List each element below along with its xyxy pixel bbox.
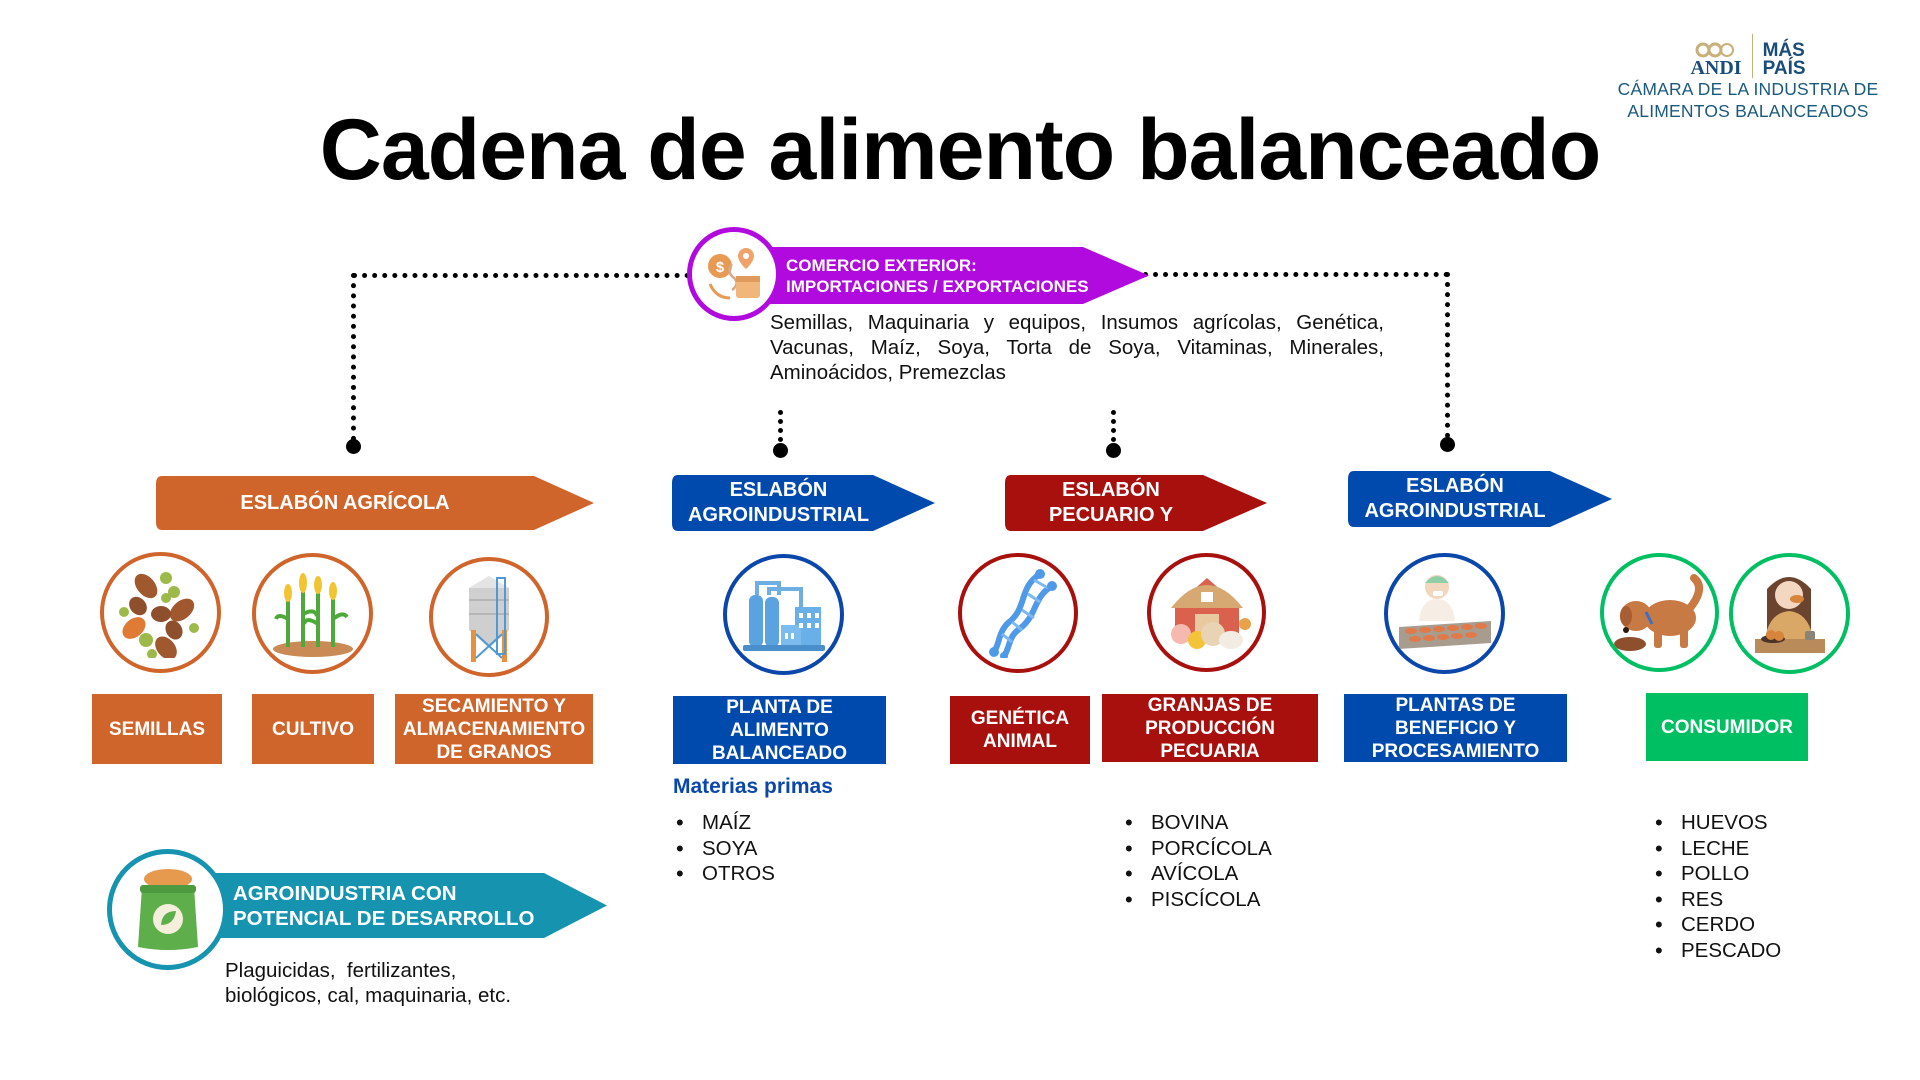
list-item: PORCÍCOLA — [1123, 836, 1272, 862]
stage-planta-alimento-balanceado: PLANTA DE ALIMENTO BALANCEADO — [673, 696, 886, 764]
consumidor-person-circle — [1729, 553, 1850, 674]
eslabon-agroindustrial-arrow-shape — [672, 475, 935, 531]
connector-agroindustrial-vertical — [778, 410, 783, 442]
andi-rings-icon — [1695, 42, 1735, 58]
list-item: BOVINA — [1123, 810, 1272, 836]
eslabon-agroindustrial-banner: ESLABÓN AGROINDUSTRIAL — [672, 475, 935, 531]
fertilizer-bag-icon — [137, 868, 198, 950]
connector-top-left — [352, 273, 690, 278]
list-item: CERDO — [1653, 912, 1781, 938]
eslabon-pecuario-label-line2: PECUARIO Y — [1048, 504, 1174, 526]
corn-crop-icon — [272, 572, 353, 657]
comercio-exterior-description: Semillas, Maquinaria y equipos, Insumos … — [770, 311, 1384, 384]
eslabon-agricola-banner: ESLABÓN AGRÍCOLA — [156, 476, 594, 530]
eslabon-agroindustrial-2-label-line1: ESLABÓN — [1406, 475, 1504, 497]
logo-subtitle-line1: CÁMARA DE LA INDUSTRIA DE — [1617, 79, 1879, 99]
connector-endpoint-agroindustrial — [773, 443, 788, 458]
eslabon-pecuario-arrow-shape — [1005, 475, 1267, 531]
comercio-exterior-banner: COMERCIO EXTERIOR: IMPORTACIONES / EXPOR… — [761, 247, 1149, 304]
barn-farm-animals-icon — [1170, 577, 1251, 649]
connector-endpoint-agroindustrial-2 — [1440, 437, 1455, 452]
comercio-exterior-label-line1: COMERCIO EXTERIOR: — [786, 255, 977, 275]
agroindustria-potencial-label-line1: AGROINDUSTRIA CON — [233, 881, 457, 905]
seeds-icon — [118, 571, 199, 658]
stage-semillas: SEMILLAS — [92, 694, 222, 764]
secamiento-circle — [429, 557, 549, 677]
list-item: LECHE — [1653, 836, 1781, 862]
eslabon-pecuario-label-line1: ESLABÓN — [1062, 479, 1160, 501]
factory-icon — [742, 580, 825, 651]
consumidor-pet-circle — [1600, 553, 1719, 672]
stage-granjas-produccion-pecuaria: GRANJAS DE PRODUCCIÓN PECUARIA — [1102, 694, 1318, 762]
mas-pais-wordmark: MÁS PAÍS — [1762, 40, 1806, 79]
person-eating-icon — [1754, 576, 1825, 653]
connector-endpoint-pecuario — [1106, 443, 1121, 458]
list-item: RES — [1653, 887, 1781, 913]
connector-endpoint-agricola — [346, 439, 361, 454]
cultivo-circle — [252, 553, 373, 674]
stage-consumidor: CONSUMIDOR — [1646, 693, 1808, 761]
grain-silo-icon — [469, 575, 509, 662]
logo-subtitle-line2: ALIMENTOS BALANCEADOS — [1627, 101, 1869, 121]
stage-secamiento-almacenamiento: SECAMIENTO Y ALMACENAMIENTO DE GRANOS — [395, 694, 593, 764]
agroindustria-potencial-description: Plaguicidas, fertilizantes, biológicos, … — [225, 958, 605, 1008]
stage-cultivo: CULTIVO — [252, 694, 374, 764]
eslabon-agroindustrial-2-banner: ESLABÓN AGROINDUSTRIAL — [1348, 471, 1612, 527]
agroindustria-potencial-circle — [107, 849, 228, 970]
svg-text:$: $ — [716, 259, 725, 276]
comercio-exterior-arrow-shape — [761, 247, 1149, 304]
materias-primas-heading: Materias primas — [673, 775, 833, 798]
materias-primas-list: MAÍZ SOYA OTROS — [674, 810, 775, 887]
dna-icon — [989, 569, 1057, 658]
list-item: OTROS — [674, 861, 775, 887]
connector-pecuario-vertical — [1111, 410, 1116, 442]
semillas-circle — [100, 552, 221, 673]
eslabon-agricola-arrow-shape — [156, 476, 594, 530]
list-item: MAÍZ — [674, 810, 775, 836]
eslabon-agroindustrial-label-line1: ESLABÓN — [729, 479, 828, 501]
list-item: HUEVOS — [1653, 810, 1781, 836]
planta-alimento-circle — [723, 554, 844, 675]
comercio-exterior-label-line2: IMPORTACIONES / EXPORTACIONES — [786, 276, 1089, 296]
eslabon-agricola-label: ESLABÓN AGRÍCOLA — [240, 491, 450, 514]
comercio-exterior-circle: $ — [687, 227, 781, 321]
agroindustria-potencial-banner: AGROINDUSTRIA CON POTENCIAL DE DESARROLL… — [200, 873, 607, 938]
list-item: POLLO — [1653, 861, 1781, 887]
plantas-beneficio-circle — [1384, 553, 1505, 674]
consumidor-list: HUEVOS LECHE POLLO RES CERDO PESCADO — [1653, 810, 1781, 963]
pecuario-list: BOVINA PORCÍCOLA AVÍCOLA PISCÍCOLA — [1123, 810, 1272, 912]
stage-plantas-beneficio-procesamiento: PLANTAS DE BENEFICIO Y PROCESAMIENTO — [1344, 694, 1567, 762]
genetica-circle — [958, 553, 1078, 673]
mas-pais-line1: MÁS — [1762, 40, 1805, 61]
eslabon-agroindustrial-2-label-line2: AGROINDUSTRIAL — [1364, 500, 1546, 522]
logo-divider — [1751, 34, 1753, 78]
eslabon-pecuario-banner: ESLABÓN PECUARIO Y — [1005, 475, 1267, 531]
stage-genetica-animal: GENÉTICA ANIMAL — [950, 696, 1090, 764]
meat-processing-worker-icon — [1398, 574, 1491, 649]
dog-eating-icon — [1613, 573, 1703, 651]
andi-wordmark: ANDI — [1690, 57, 1742, 79]
connector-left-vertical — [351, 273, 356, 441]
agroindustria-potencial-description-line1: Plaguicidas, fertilizantes, — [225, 959, 457, 982]
connector-right-vertical — [1445, 272, 1450, 438]
list-item: PESCADO — [1653, 938, 1781, 964]
agroindustria-potencial-label-line2: POTENCIAL DE DESARROLLO — [233, 906, 535, 930]
eslabon-agroindustrial-2-arrow-shape — [1348, 471, 1612, 527]
mas-pais-line2: PAÍS — [1762, 58, 1806, 79]
trade-box-coin-icon: $ — [708, 248, 760, 300]
list-item: AVÍCOLA — [1123, 861, 1272, 887]
eslabon-agroindustrial-label-line2: AGROINDUSTRIAL — [687, 504, 870, 526]
andi-mas-pais-logo: ANDI MÁS PAÍS CÁMARA DE LA INDUSTRIA DE … — [1598, 30, 1898, 130]
list-item: PISCÍCOLA — [1123, 887, 1272, 913]
agroindustria-potencial-description-line2: biológicos, cal, maquinaria, etc. — [225, 984, 512, 1007]
granjas-circle — [1147, 553, 1266, 672]
connector-top-right — [1143, 272, 1449, 277]
agroindustria-potencial-arrow-shape — [200, 873, 607, 938]
page-title: Cadena de alimento balanceado — [319, 102, 1601, 198]
list-item: SOYA — [674, 836, 775, 862]
andi-logo: ANDI — [1690, 42, 1742, 79]
